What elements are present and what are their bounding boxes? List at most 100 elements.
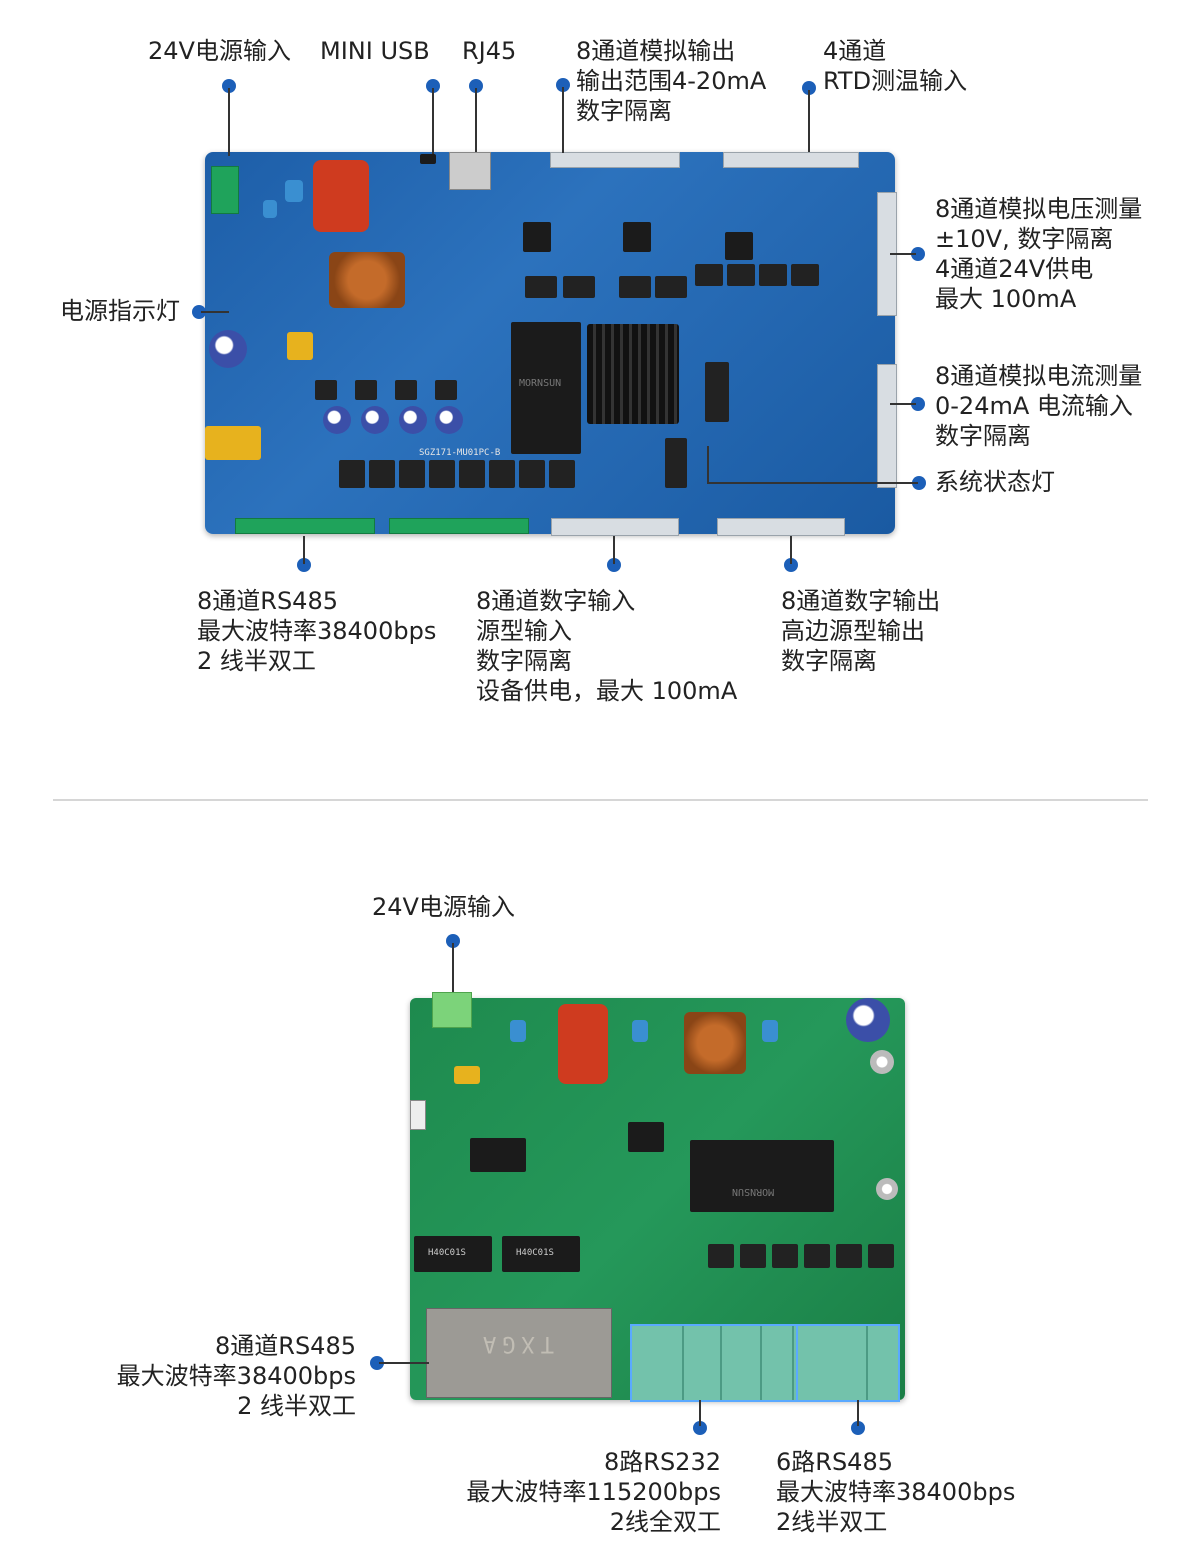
rj45-port [449,152,491,190]
optocoupler [804,1244,830,1268]
debug-header [665,438,687,488]
blue-capacitor [263,200,277,218]
electrolytic-capacitor [209,330,247,368]
terminal-cell [762,1326,794,1400]
rj-brand-text: TXGA [477,1331,554,1356]
ic-chip [623,222,651,252]
pointer-line [562,87,564,153]
pointer-line [613,536,615,564]
relay [429,460,455,488]
pointer-line [890,253,916,255]
electrolytic-capacitor [876,1178,898,1200]
board-silkscreen-text: SGZ171-MU01PC-B [419,448,501,458]
pointer-dot [912,476,926,490]
blue-capacitor [762,1020,778,1042]
usb-port [410,1100,426,1130]
label-line: 数字隔离 [576,97,672,125]
label-line: 最大波特率115200bps [466,1478,721,1506]
label-line: 2线半双工 [776,1508,888,1536]
relay [519,460,545,488]
serial-board-green: MORNSUN H40C01S H40C01S TXGA [410,992,905,1402]
pointer-line [857,1400,859,1426]
yellow-capacitor [287,332,313,360]
pointer-line [708,482,918,484]
optocoupler [655,276,687,298]
label-line: 4通道 [823,37,887,65]
label-line: 最大波特率38400bps [197,617,437,645]
label-rs485-left: 8通道RS485 最大波特率38400bps 2 线半双工 [80,1331,356,1421]
label-rs232: 8路RS232 最大波特率115200bps 2线全双工 [420,1447,721,1537]
ic-chip [725,232,753,260]
pointer-line [699,1400,701,1426]
ic-chip [705,362,729,422]
terminal-cell [722,1326,762,1400]
pointer-line [707,446,709,484]
digital-output-header [717,518,845,536]
label-analog-output: 8通道模拟输出 输出范围4-20mA 数字隔离 [576,36,766,126]
serial-terminal-block [630,1324,900,1402]
filter-choke [684,1012,746,1074]
power-terminal-connector [432,992,472,1028]
inductor-smd [435,380,457,400]
terminal-cell [796,1326,840,1400]
pointer-line [228,88,230,156]
pointer-line [379,1362,429,1364]
optocoupler [619,276,651,298]
analog-output-header [550,152,680,168]
transformer: H40C01S [502,1236,580,1272]
label-line: 2 线半双工 [237,1392,356,1420]
label-rtd: 4通道 RTD测温输入 [823,36,967,96]
label-digital-input: 8通道数字输入 源型输入 数字隔离 设备供电，最大 100mA [476,586,737,706]
section-divider [53,799,1148,801]
pointer-dot [607,558,621,572]
pointer-dot [911,247,925,261]
mini-usb-port [420,154,436,164]
ic-chip [628,1122,664,1152]
relay [399,460,425,488]
pointer-line [890,403,916,405]
analog-current-header [877,364,897,488]
ic-chip [523,222,551,252]
electrolytic-capacitor [435,406,463,434]
pointer-line [201,311,229,313]
pointer-dot [446,934,460,948]
optocoupler [791,264,819,286]
relay [339,460,365,488]
blue-capacitor [632,1020,648,1042]
optocoupler [740,1244,766,1268]
inductor-smd [395,380,417,400]
blue-capacitor [510,1020,526,1042]
label-digital-output: 8通道数字输出 高边源型输出 数字隔离 [781,586,940,676]
rtd-header [723,152,859,168]
pointer-dot [556,78,570,92]
electrolytic-capacitor [870,1050,894,1074]
rj45-stack-connector: TXGA [426,1308,612,1398]
pointer-dot [426,79,440,93]
label-line: RTD测温输入 [823,67,968,95]
label-mini-usb: MINI USB [320,37,430,65]
yellow-capacitor [205,426,261,460]
label-rs485: 8通道RS485 最大波特率38400bps 2 线半双工 [197,586,436,676]
power-terminal-connector [211,166,239,214]
label-line: 输出范围4-20mA [576,67,767,95]
inductor-smd [355,380,377,400]
transformer-text: H40C01S [428,1248,466,1258]
label-analog-voltage: 8通道模拟电压测量 ±10V, 数字隔离 4通道24V供电 最大 100mA [935,194,1142,314]
electrolytic-capacitor [323,406,351,434]
rs485-terminal-block [389,518,529,534]
optocoupler [525,276,557,298]
label-line: 高边源型输出 [781,617,925,645]
label-line: 8通道模拟电压测量 [935,195,1143,223]
label-rs485-right: 6路RS485 最大波特率38400bps 2线半双工 [776,1447,1015,1537]
transformer: H40C01S [414,1236,492,1272]
label-line: ±10V, 数字隔离 [935,225,1114,253]
terminal-cell [632,1326,684,1400]
electrolytic-capacitor [361,406,389,434]
pointer-dot [851,1421,865,1435]
label-line: 数字隔离 [476,647,572,675]
label-line: 8通道数字输入 [476,587,636,615]
module-brand-text: MORNSUN [732,1186,775,1197]
inductor-smd [315,380,337,400]
pointer-dot [297,558,311,572]
optocoupler [772,1244,798,1268]
